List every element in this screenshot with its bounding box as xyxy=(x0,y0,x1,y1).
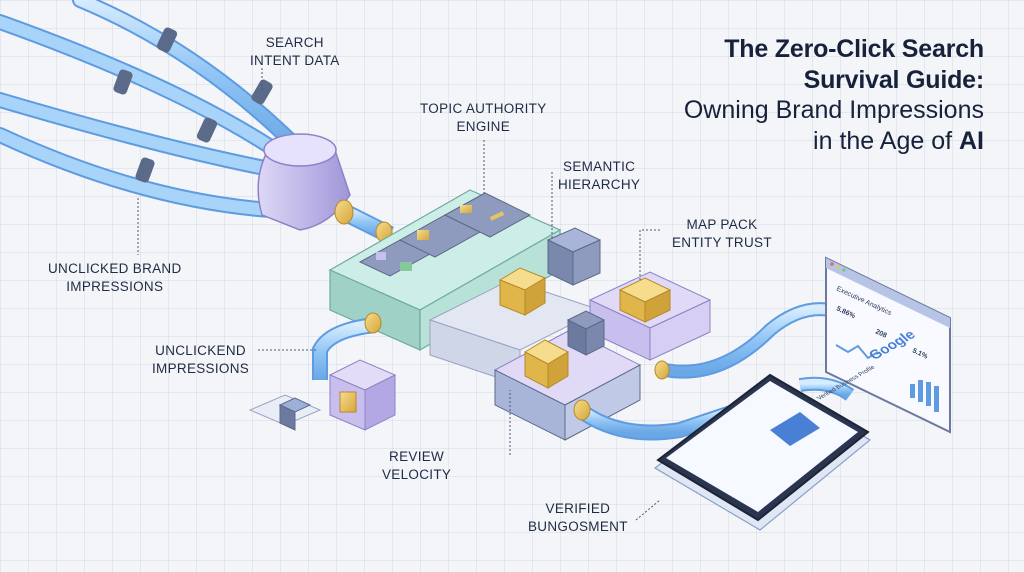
label-unclicked-brand-impressions: UNCLICKED BRAND IMPRESSIONS xyxy=(48,260,182,295)
headline-line-4-prefix: in the Age of xyxy=(813,126,959,155)
label-unclickend-impressions: UNCLICKEND IMPRESSIONS xyxy=(152,342,249,377)
headline-line-1: The Zero-Click Search xyxy=(724,35,984,63)
funnel-collector xyxy=(257,133,351,231)
label-semantic-line2: HIERARCHY xyxy=(558,176,641,192)
label-topic-line2: ENGINE xyxy=(456,118,511,134)
headline-emphasis: AI xyxy=(959,126,984,155)
smartphone: Google Verified Business Profile xyxy=(653,328,919,531)
label-verified-line1: VERIFIED xyxy=(545,501,611,516)
funnel-outlet-pipe xyxy=(334,199,395,244)
dashboard-bar-chart xyxy=(910,380,939,412)
label-review-line1: REVIEW xyxy=(389,449,445,464)
label-unclicked-brand-line2: IMPRESSIONS xyxy=(66,278,164,294)
label-map-line1: MAP PACK xyxy=(686,217,758,232)
map-pack-platform xyxy=(588,271,712,361)
label-review-velocity: REVIEW VELOCITY xyxy=(382,448,451,483)
label-semantic-hierarchy: SEMANTIC HIERARCHY xyxy=(558,158,640,193)
small-glass-cube xyxy=(248,394,322,431)
label-unclicked-brand-line1: UNCLICKED BRAND xyxy=(48,261,182,276)
label-verified-line2: BUNGOSMENT xyxy=(528,518,628,534)
headline: The Zero-Click Search Survival Guide: Ow… xyxy=(564,34,984,156)
headline-line-2: Survival Guide: xyxy=(803,65,985,94)
label-verified-bungosment: VERIFIED BUNGOSMENT xyxy=(528,500,628,535)
label-search-intent-data: SEARCH INTENT DATA xyxy=(250,34,340,69)
left-outlet-pipes xyxy=(312,312,382,380)
label-search-intent-line2: INTENT DATA xyxy=(250,52,340,68)
incoming-pipes xyxy=(0,0,308,218)
pipe-couplings xyxy=(113,27,273,183)
label-topic-line1: TOPIC AUTHORITY xyxy=(420,101,547,116)
label-unclickend-line2: IMPRESSIONS xyxy=(152,360,250,376)
headline-line-3: Owning Brand Impressions xyxy=(683,96,984,124)
label-map-pack-entity-trust: MAP PACK ENTITY TRUST xyxy=(672,216,772,251)
dashboard-line-chart xyxy=(835,344,879,360)
label-map-line2: ENTITY TRUST xyxy=(672,234,772,250)
label-topic-authority-engine: TOPIC AUTHORITY ENGINE xyxy=(420,100,547,135)
label-review-line2: VELOCITY xyxy=(382,466,452,482)
headline-line-4: in the Age of AI xyxy=(564,126,984,157)
label-semantic-line1: SEMANTIC xyxy=(563,159,636,174)
output-pipes xyxy=(573,302,855,441)
gold-cube xyxy=(498,267,547,316)
processor-cube xyxy=(328,359,397,431)
executive-analytics-dashboard: Executive Analytics 5.86% 208 5.1% xyxy=(825,256,951,434)
business-profile-icon xyxy=(770,412,820,446)
dashboard-stat-2: 208 xyxy=(874,328,888,339)
label-leader-lines xyxy=(137,68,661,521)
label-search-intent-line1: SEARCH xyxy=(265,35,324,50)
label-unclickend-line1: UNCLICKEND xyxy=(155,343,246,358)
